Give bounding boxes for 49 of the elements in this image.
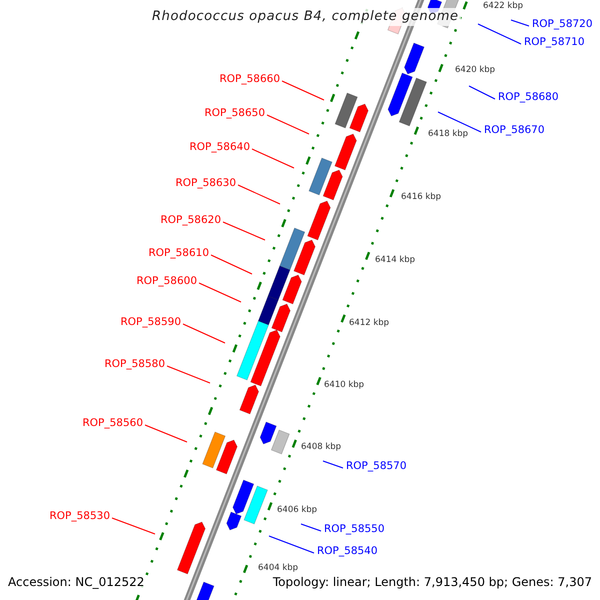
gene-label: ROP_58640 bbox=[189, 142, 250, 152]
leader-line bbox=[166, 366, 210, 384]
gene-label: ROP_58610 bbox=[148, 248, 209, 258]
gene-label: ROP_58670 bbox=[484, 124, 545, 136]
genome-title: Rhodococcus opacus B4, complete genome bbox=[150, 8, 461, 26]
leader-line bbox=[282, 80, 324, 100]
leader-line bbox=[112, 518, 156, 534]
position-label: 6410 kbp bbox=[324, 380, 364, 390]
leader-line bbox=[144, 424, 188, 442]
gene-label: ROP_58540 bbox=[317, 546, 378, 556]
gene-label: ROP_58560 bbox=[82, 418, 143, 428]
gene-label: ROP_58580 bbox=[104, 358, 165, 370]
leader-line bbox=[252, 148, 294, 168]
position-label: 6420 kbp bbox=[455, 66, 496, 74]
gene-label: ROP_58720 bbox=[532, 18, 593, 30]
accession-text: Accession: NC_012522 bbox=[8, 575, 144, 589]
genome-summary-text: Topology: linear; Length: 7,913,450 bp; Genes: 7,307 bbox=[272, 575, 592, 589]
gene-label: ROP_58550 bbox=[324, 524, 385, 534]
position-label: 6416 kbp bbox=[401, 192, 442, 202]
gene-label: ROP_58680 bbox=[498, 92, 559, 102]
leader-line bbox=[238, 184, 280, 204]
leader-line bbox=[210, 254, 252, 274]
leader-line bbox=[198, 282, 242, 302]
gene-label: ROP_58630 bbox=[175, 178, 236, 188]
gene-label: ROP_58590 bbox=[120, 316, 181, 328]
gene-label: ROP_58530 bbox=[49, 510, 110, 522]
position-label: 6418 kbp bbox=[428, 130, 468, 138]
position-label: 6408 kbp bbox=[301, 442, 342, 452]
position-label: 6406 kbp bbox=[277, 506, 318, 514]
gene-label: ROP_58570 bbox=[346, 460, 407, 472]
leader-line bbox=[182, 324, 226, 344]
leader-line bbox=[268, 536, 314, 554]
leader-line bbox=[510, 20, 530, 26]
leader-line bbox=[222, 222, 266, 240]
leader-line bbox=[266, 114, 310, 134]
leader-line bbox=[322, 460, 344, 468]
leader-line bbox=[468, 86, 496, 100]
position-label: 6414 kbp bbox=[375, 256, 416, 264]
leader-line bbox=[438, 112, 482, 132]
leader-line bbox=[300, 524, 322, 532]
leader-line bbox=[478, 24, 522, 44]
gene-label: ROP_58710 bbox=[524, 36, 585, 48]
gene-label: ROP_58600 bbox=[136, 276, 197, 286]
gene-label: ROP_58620 bbox=[160, 214, 221, 226]
position-label: 6404 kbp bbox=[258, 564, 298, 572]
gene-label: ROP_58660 bbox=[219, 74, 280, 84]
gene-label: ROP_58650 bbox=[204, 108, 265, 118]
position-label: 6422 kbp bbox=[483, 2, 524, 10]
position-label: 6412 kbp bbox=[349, 318, 390, 328]
